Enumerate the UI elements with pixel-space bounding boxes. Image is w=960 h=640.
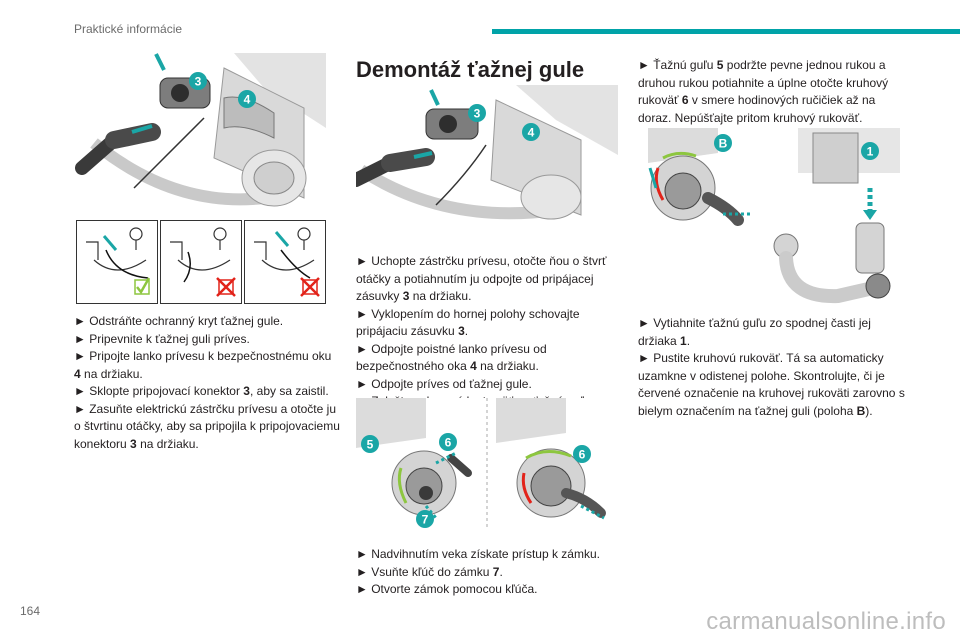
tow-ball-connect-illustration: 3 4 xyxy=(74,48,326,213)
step-remove-cover: ► Odstráňte ochranný kryt ťažnej gule. xyxy=(74,314,284,328)
step-fold-connector: ► Sklopte pripojovací konektor 3, aby sa… xyxy=(74,384,329,398)
lock-key-illustration: 5 6 7 6 xyxy=(356,398,618,528)
svg-text:4: 4 xyxy=(244,93,251,107)
connect-instructions: ► Odstráňte ochranný kryt ťažnej gule. ►… xyxy=(74,313,340,453)
cable-routing-panels xyxy=(76,220,327,304)
step-flip-socket: ► Vyklopením do hornej polohy schovajte … xyxy=(356,306,580,339)
removal-instructions: ► Uchopte zástrčku prívesu, otočte ňou o… xyxy=(356,253,622,411)
step-release-handle: ► Pustite kruhovú rukoväť. Tá sa automat… xyxy=(638,351,905,418)
tow-ball-removal-illustration: B 1 xyxy=(638,128,900,308)
section-heading: Demontáž ťažnej gule xyxy=(356,57,585,82)
lock-instructions: ► Nadvihnutím veka získate prístup k zám… xyxy=(356,546,622,599)
svg-text:4: 4 xyxy=(528,126,535,140)
svg-text:5: 5 xyxy=(367,438,374,452)
svg-text:6: 6 xyxy=(579,448,586,462)
step-open-lock: ► Otvorte zámok pomocou kľúča. xyxy=(356,582,538,596)
header-accent-bar xyxy=(492,29,960,34)
callout-5-icon: 5 xyxy=(361,435,379,453)
step-pull-ball: ► Vytiahnite ťažnú guľu zo spodnej časti… xyxy=(638,316,871,348)
release-instructions: ► Ťažnú guľu 5 podržte pevne jednou ruko… xyxy=(638,57,908,127)
callout-3-icon: 3 xyxy=(189,72,207,90)
section-title: Praktické informácie xyxy=(74,22,183,36)
step-detach-cable: ► Odpojte poistné lanko prívesu od bezpe… xyxy=(356,341,547,374)
svg-text:3: 3 xyxy=(195,75,202,89)
step-lift-lid: ► Nadvihnutím veka získate prístup k zám… xyxy=(356,547,600,561)
check-mark-icon xyxy=(134,277,151,295)
cross-mark-icon xyxy=(216,277,236,297)
svg-text:3: 3 xyxy=(474,107,481,121)
callout-6-icon: 6 xyxy=(573,445,591,463)
cross-mark-icon xyxy=(300,277,320,297)
callout-3-icon: 3 xyxy=(468,104,486,122)
svg-text:7: 7 xyxy=(422,513,429,527)
callout-1-icon: 1 xyxy=(861,142,879,160)
callout-7-icon: 7 xyxy=(416,510,434,528)
page-number: 164 xyxy=(20,604,41,618)
step-insert-plug: ► Zasuňte elektrickú zástrčku prívesu a … xyxy=(74,401,340,451)
watermark: carmanualsonline.info xyxy=(706,608,946,635)
step-insert-key: ► Vsuňte kľúč do zámku 7. xyxy=(356,564,503,579)
step-unplug: ► Uchopte zástrčku prívesu, otočte ňou o… xyxy=(356,254,607,303)
step-connect-cable: ► Pripojte lanko prívesu k bezpečnostném… xyxy=(74,349,332,381)
callout-4-icon: 4 xyxy=(522,123,540,141)
step-detach-trailer: ► Odpojte príves od ťažnej gule. xyxy=(356,376,532,391)
step-attach-trailer: ► Pripevnite k ťažnej guli príves. xyxy=(74,331,250,346)
svg-text:1: 1 xyxy=(867,145,874,159)
callout-6-icon: 6 xyxy=(439,433,457,451)
step-hold-and-turn: ► Ťažnú guľu 5 podržte pevne jednou ruko… xyxy=(638,58,889,125)
callout-b-icon: B xyxy=(714,134,732,152)
svg-text:B: B xyxy=(719,137,728,151)
final-instructions: ► Vytiahnite ťažnú guľu zo spodnej časti… xyxy=(638,315,908,420)
svg-text:6: 6 xyxy=(445,436,452,450)
plug-disconnect-illustration: 3 4 xyxy=(356,85,618,220)
callout-4-icon: 4 xyxy=(238,90,256,108)
